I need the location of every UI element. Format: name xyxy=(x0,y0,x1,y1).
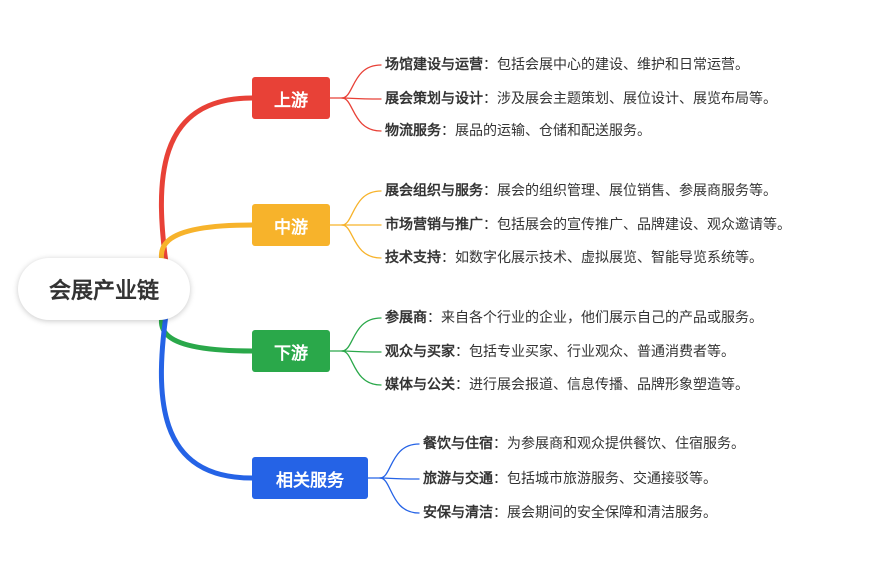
leaf-connector-downstream-1 xyxy=(341,350,382,353)
leaf-connector-midstream-2 xyxy=(341,224,382,259)
leaf-title: 展会组织与服务 xyxy=(385,183,483,199)
leaf-title: 市场营销与推广 xyxy=(385,217,483,233)
leaf-description: 包括会展中心的建设、维护和日常运营。 xyxy=(497,57,749,73)
leaf-title: 展会策划与设计 xyxy=(385,91,483,107)
leaf-connector-related-0 xyxy=(379,443,420,479)
branch-label: 下游 xyxy=(274,343,308,364)
leaf-description: 展会期间的安全保障和清洁服务。 xyxy=(507,505,717,521)
leaf-title: 安保与清洁 xyxy=(423,505,493,521)
leaf-item[interactable]: 物流服务：展品的运输、仓储和配送服务。 xyxy=(385,121,651,141)
leaf-separator: ： xyxy=(455,377,469,393)
leaf-connector-upstream-0 xyxy=(341,64,382,99)
leaf-separator: ： xyxy=(483,217,497,233)
leaf-connector-midstream-0 xyxy=(341,190,382,226)
leaf-description: 进行展会报道、信息传播、品牌形象塑造等。 xyxy=(469,377,749,393)
leaf-description: 展会的组织管理、展位销售、参展商服务等。 xyxy=(497,183,777,199)
leaf-separator: ： xyxy=(441,123,455,139)
leaf-separator: ： xyxy=(493,471,507,487)
leaf-description: 来自各个行业的企业，他们展示自己的产品或服务。 xyxy=(441,310,763,326)
branch-connector-upstream xyxy=(159,95,255,280)
root-node[interactable]: 会展产业链 xyxy=(18,258,190,320)
leaf-item[interactable]: 参展商：来自各个行业的企业，他们展示自己的产品或服务。 xyxy=(385,308,763,328)
leaf-item[interactable]: 媒体与公关：进行展会报道、信息传播、品牌形象塑造等。 xyxy=(385,375,749,395)
leaf-description: 涉及展会主题策划、展位设计、展览布局等。 xyxy=(497,91,777,107)
leaf-description: 为参展商和观众提供餐饮、住宿服务。 xyxy=(507,436,745,452)
leaf-title: 物流服务 xyxy=(385,123,441,139)
leaf-item[interactable]: 技术支持：如数字化展示技术、虚拟展览、智能导览系统等。 xyxy=(385,248,763,268)
leaf-separator: ： xyxy=(455,344,469,360)
leaf-item[interactable]: 场馆建设与运营：包括会展中心的建设、维护和日常运营。 xyxy=(385,55,749,75)
leaf-title: 旅游与交通 xyxy=(423,471,493,487)
leaf-connector-upstream-1 xyxy=(341,97,382,100)
leaf-item[interactable]: 安保与清洁：展会期间的安全保障和清洁服务。 xyxy=(423,503,717,523)
leaf-item[interactable]: 展会策划与设计：涉及展会主题策划、展位设计、展览布局等。 xyxy=(385,89,777,109)
leaf-item[interactable]: 观众与买家：包括专业买家、行业观众、普通消费者等。 xyxy=(385,342,735,362)
branch-node-related[interactable]: 相关服务 xyxy=(252,457,368,499)
leaf-description: 如数字化展示技术、虚拟展览、智能导览系统等。 xyxy=(455,250,763,266)
leaf-title: 场馆建设与运营 xyxy=(385,57,483,73)
branch-node-downstream[interactable]: 下游 xyxy=(252,330,330,372)
leaf-title: 餐饮与住宿 xyxy=(423,436,493,452)
leaf-description: 包括专业买家、行业观众、普通消费者等。 xyxy=(469,344,735,360)
leaf-item[interactable]: 展会组织与服务：展会的组织管理、展位销售、参展商服务等。 xyxy=(385,181,777,201)
branch-connector-related xyxy=(159,298,255,481)
leaf-title: 技术支持 xyxy=(385,250,441,266)
leaf-separator: ： xyxy=(483,91,497,107)
leaf-item[interactable]: 旅游与交通：包括城市旅游服务、交通接驳等。 xyxy=(423,469,717,489)
leaf-description: 包括展会的宣传推广、品牌建设、观众邀请等。 xyxy=(497,217,791,233)
leaf-connector-downstream-0 xyxy=(341,317,382,352)
leaf-title: 参展商 xyxy=(385,310,427,326)
leaf-separator: ： xyxy=(441,250,455,266)
leaf-description: 展品的运输、仓储和配送服务。 xyxy=(455,123,651,139)
branch-node-midstream[interactable]: 中游 xyxy=(252,204,330,246)
branch-label: 相关服务 xyxy=(276,470,344,491)
leaf-separator: ： xyxy=(493,436,507,452)
leaf-title: 观众与买家 xyxy=(385,344,455,360)
leaf-connector-related-1 xyxy=(379,477,420,480)
leaf-title: 媒体与公关 xyxy=(385,377,455,393)
branch-label: 中游 xyxy=(274,217,308,238)
leaf-separator: ： xyxy=(493,505,507,521)
leaf-connector-downstream-2 xyxy=(341,350,382,386)
leaf-description: 包括城市旅游服务、交通接驳等。 xyxy=(507,471,717,487)
root-label: 会展产业链 xyxy=(48,279,159,304)
leaf-separator: ： xyxy=(427,310,441,326)
leaf-item[interactable]: 市场营销与推广：包括展会的宣传推广、品牌建设、观众邀请等。 xyxy=(385,215,791,235)
leaf-connector-related-2 xyxy=(379,477,420,514)
leaf-connector-upstream-2 xyxy=(341,97,382,132)
branch-label: 上游 xyxy=(274,90,308,111)
leaf-item[interactable]: 餐饮与住宿：为参展商和观众提供餐饮、住宿服务。 xyxy=(423,434,745,454)
leaf-separator: ： xyxy=(483,183,497,199)
leaf-separator: ： xyxy=(483,57,497,73)
branch-node-upstream[interactable]: 上游 xyxy=(252,77,330,119)
